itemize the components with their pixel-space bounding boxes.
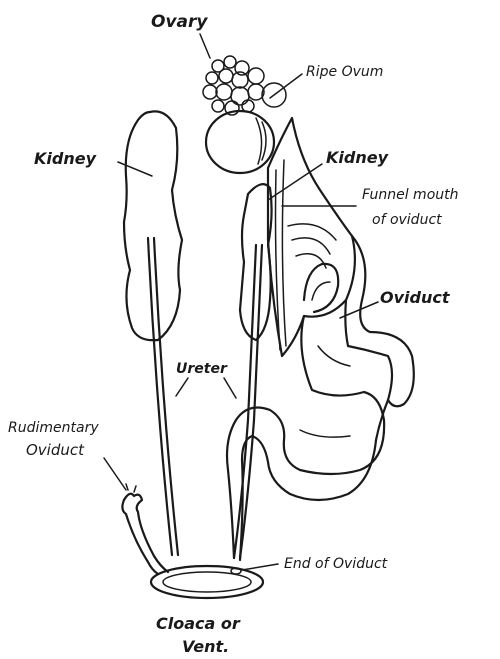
- rudimentary-oviduct-label: Rudimentary: [8, 420, 99, 436]
- left-kidney-label: Kidney: [34, 149, 97, 168]
- ovary-cluster: [203, 56, 286, 115]
- right-kidney-label: Kidney: [326, 148, 389, 167]
- funnel-mouth-label: Funnel mouth: [362, 187, 459, 203]
- end-of-oviduct-label: End of Oviduct: [284, 556, 388, 572]
- cloaca-shape: [151, 566, 263, 598]
- oviduct-label: Oviduct: [380, 288, 451, 307]
- rudimentary-oviduct-label-line2: Oviduct: [26, 441, 85, 459]
- rudimentary-oviduct-shape: [122, 484, 168, 574]
- left-kidney-shape: [124, 111, 182, 340]
- ureter-label: Ureter: [176, 361, 228, 377]
- cloaca-label: Cloaca or: [156, 614, 241, 633]
- ovary-label: Ovary: [151, 12, 208, 32]
- funnel-mouth-label-line2: of oviduct: [372, 212, 442, 228]
- ripe-ovum-label: Ripe Ovum: [306, 64, 383, 80]
- cloaca-label-line2: Vent.: [182, 637, 229, 656]
- left-ureter: [148, 238, 172, 555]
- ripe-ovum-shape: [206, 111, 274, 173]
